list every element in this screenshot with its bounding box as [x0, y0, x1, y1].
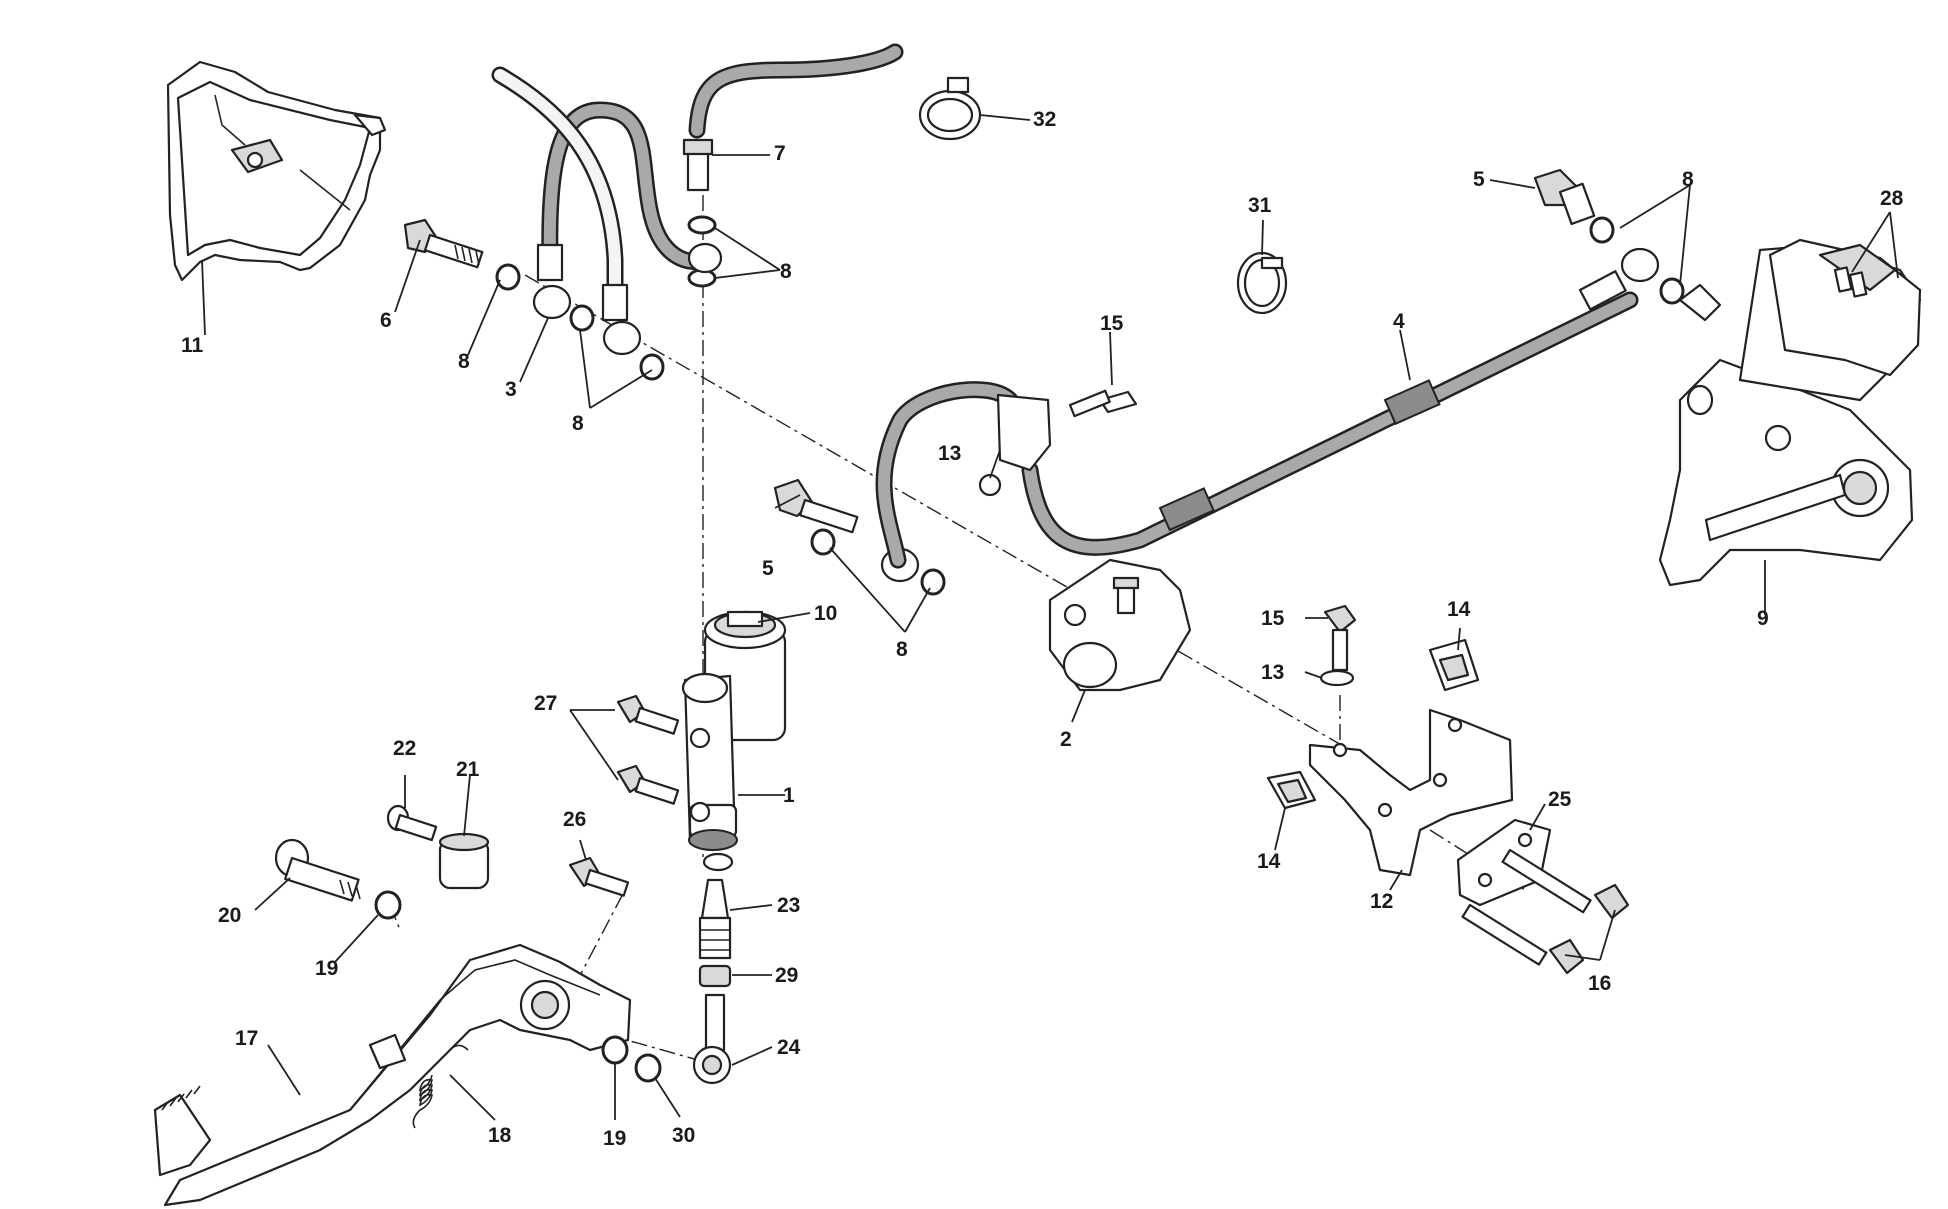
banjo-bolt-6: [403, 218, 484, 269]
hose-clamp-32: [918, 76, 982, 141]
brake-master-cylinder: [681, 610, 787, 872]
callout-8-top: 8: [780, 260, 792, 283]
hose-clip-upper: [978, 389, 1138, 497]
callout-7: 7: [774, 142, 786, 165]
callout-31: 31: [1248, 194, 1272, 217]
mounting-bolts-27: [616, 694, 680, 805]
bolt-15-lower: [1323, 604, 1357, 672]
assembly-axis-lines: [389, 195, 1526, 1063]
rear-brake-caliper: [1658, 238, 1922, 587]
callout-15-lower: 15: [1261, 607, 1285, 630]
callout-13-upper: 13: [938, 442, 961, 465]
caliper-2: [1048, 558, 1192, 692]
callout-8-middle: 8: [896, 638, 908, 661]
hose-clamp-31: [1236, 251, 1288, 315]
callout-9: 9: [1757, 607, 1769, 630]
callout-26: 26: [563, 808, 586, 831]
washers-19-30: [374, 890, 662, 1083]
callout-4: 4: [1393, 310, 1405, 333]
callout-18: 18: [488, 1124, 512, 1147]
callout-32: 32: [1033, 108, 1056, 131]
brake-pedal: [153, 943, 632, 1207]
callout-5-middle: 5: [762, 557, 774, 580]
callout-2: 2: [1060, 728, 1072, 751]
callout-20: 20: [218, 904, 241, 927]
bolt-22: [386, 804, 438, 842]
bolt-26: [568, 856, 630, 897]
banjo-bolt-5-top: [1533, 168, 1685, 305]
callout-8-right: 8: [1682, 168, 1694, 191]
banjo-bolt-5-middle: [773, 478, 946, 596]
callout-28: 28: [1880, 187, 1904, 210]
mounting-bracket-12: [1308, 708, 1514, 877]
rubber-stop-21: [438, 832, 490, 890]
callout-19-lower: 19: [603, 1127, 626, 1150]
callout-21: 21: [456, 758, 480, 781]
washer-13-lower: [1319, 669, 1355, 687]
callout-labels: 1 2 3 4 5 5 6 7 8 8 8 8 8 9 10 11 12 13 …: [181, 108, 1904, 1150]
bolts-16: [1461, 848, 1630, 975]
callout-29: 29: [775, 964, 798, 987]
callout-27: 27: [534, 692, 557, 715]
callout-22: 22: [393, 737, 416, 760]
push-rod-assembly: [692, 878, 732, 1085]
callout-16: 16: [1588, 972, 1611, 995]
callout-leaders: [201, 114, 1899, 1121]
callout-19-left: 19: [315, 957, 338, 980]
callout-6: 6: [380, 309, 392, 332]
speed-nut-14-lower: [1266, 770, 1317, 810]
callout-14-upper: 14: [1447, 598, 1471, 621]
callout-25: 25: [1548, 788, 1572, 811]
callout-12: 12: [1370, 890, 1393, 913]
speed-nut-14-upper: [1428, 638, 1480, 692]
brake-hoses-upper: [491, 43, 904, 322]
banjo-fittings-top: [495, 138, 723, 381]
callout-5-top: 5: [1473, 168, 1485, 191]
callout-8-lower-left: 8: [572, 412, 584, 435]
callout-24: 24: [777, 1036, 801, 1059]
callout-23: 23: [777, 894, 800, 917]
heel-guard-cover: [166, 60, 387, 282]
callout-14-lower: 14: [1257, 850, 1281, 873]
callout-3: 3: [505, 378, 517, 401]
return-spring-18: [412, 1044, 469, 1129]
callout-13-lower: 13: [1261, 661, 1284, 684]
callout-10: 10: [814, 602, 837, 625]
callout-17: 17: [235, 1027, 258, 1050]
callout-8-left: 8: [458, 350, 470, 373]
callout-1: 1: [783, 784, 795, 807]
callout-30: 30: [672, 1124, 695, 1147]
callout-11: 11: [181, 334, 204, 357]
callout-15-upper: 15: [1100, 312, 1124, 335]
brake-hose-4: [875, 247, 1660, 569]
pedal-pivot-20: [274, 838, 361, 902]
